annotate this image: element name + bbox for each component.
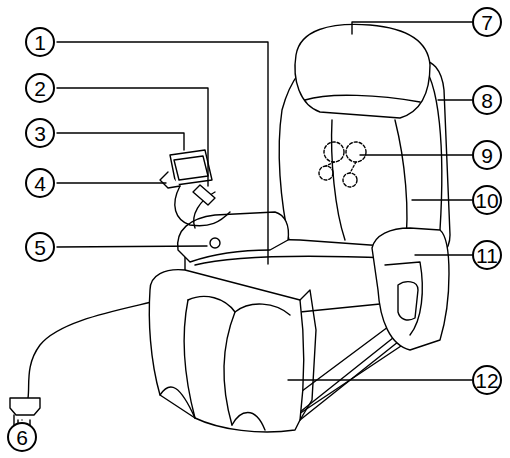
callout-number: 12 <box>475 370 498 391</box>
callout-number: 11 <box>476 245 498 266</box>
callout-number: 9 <box>481 145 493 166</box>
callout-circle: 4 <box>25 168 55 198</box>
callout-circle: 1 <box>25 27 55 57</box>
callout-number: 3 <box>34 123 46 144</box>
callout-circle: 10 <box>472 185 502 215</box>
callout-circle: 12 <box>472 365 502 395</box>
callout-number: 1 <box>34 32 46 53</box>
callout-number: 5 <box>34 237 46 258</box>
callout-number: 4 <box>34 173 46 194</box>
callout-circle: 5 <box>25 232 55 262</box>
callout-circle: 7 <box>472 7 502 37</box>
callout-number: 8 <box>481 90 493 111</box>
callout-circle: 3 <box>25 118 55 148</box>
callout-circle: 6 <box>7 422 37 452</box>
callout-circle: 8 <box>472 85 502 115</box>
callout-number: 7 <box>481 12 493 33</box>
callout-number: 10 <box>475 190 498 211</box>
callout-number: 2 <box>34 78 46 99</box>
callout-circle: 11 <box>472 240 502 270</box>
callout-circle: 9 <box>472 140 502 170</box>
callout-number: 6 <box>16 427 28 448</box>
callout-circle: 2 <box>25 73 55 103</box>
